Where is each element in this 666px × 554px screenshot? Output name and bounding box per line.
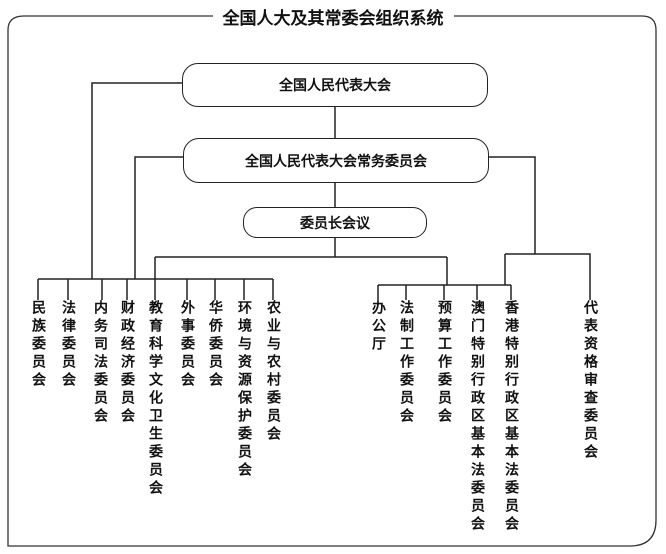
- working-body-drops: [377, 285, 512, 300]
- working-body-label: 法制工作委员会: [398, 300, 414, 426]
- npc-to-committees: [91, 82, 182, 279]
- chairmen-branch: [154, 238, 448, 285]
- npcsc-label: 全国人民代表大会常务委员会: [245, 153, 427, 170]
- npc-label: 全国人民代表大会: [279, 78, 391, 94]
- committee-label: 外事委员会: [179, 300, 195, 390]
- chairmen-box: 委员长会议: [243, 207, 427, 238]
- committee-label: 内务司法委员会: [92, 300, 108, 426]
- npc-box: 全国人民代表大会: [182, 63, 488, 107]
- committee-label: 法律委员会: [60, 300, 76, 390]
- working-body-label: 预算工作委员会: [436, 300, 452, 426]
- npcsc-right-branch: [488, 156, 591, 300]
- working-body-label: 办公厅: [370, 300, 386, 354]
- npcsc-to-committees: [134, 156, 183, 279]
- committee-label: 财政经济委员会: [119, 300, 135, 426]
- committee-label: 环境与资源保护委员会: [236, 300, 252, 480]
- working-body-label: 香港特别行政区基本法委员会: [503, 300, 519, 534]
- chairmen-label: 委员长会议: [300, 215, 370, 232]
- working-body-label: 澳门特别行政区基本法委员会: [469, 300, 485, 534]
- committee-label: 华侨委员会: [207, 300, 223, 390]
- committee-label: 民族委员会: [30, 300, 46, 390]
- chart-title-text: 全国人大及其常委会组织系统: [212, 9, 454, 29]
- credentials-committee-label: 代表资格审查委员会: [582, 300, 598, 462]
- committee-drops: [37, 279, 274, 300]
- committee-label: 教育科学文化卫生委员会: [147, 300, 163, 498]
- chart-title: 全国人大及其常委会组织系统: [0, 4, 666, 29]
- outer-frame: [7, 15, 657, 547]
- npcsc-box: 全国人民代表大会常务委员会: [183, 138, 489, 183]
- committee-label: 农业与农村委员会: [265, 300, 281, 444]
